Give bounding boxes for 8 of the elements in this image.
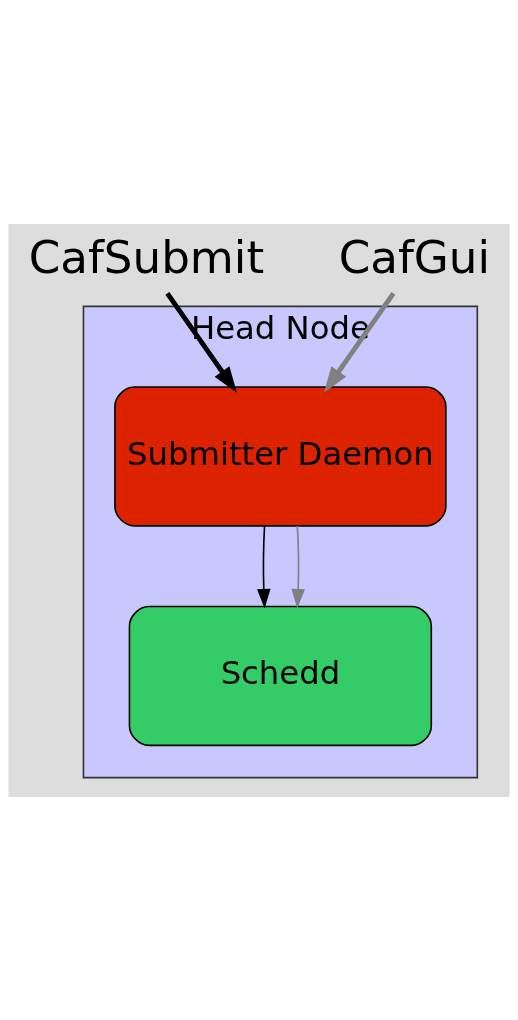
arrow (257, 524, 271, 608)
arrow (291, 524, 305, 608)
arrow (323, 291, 396, 393)
node-box: Schedd (128, 605, 433, 746)
node-box: Submitter Daemon (114, 385, 447, 527)
node-text: CafSubmit (28, 230, 265, 284)
arrow (165, 291, 237, 393)
node-text: CafGui (338, 230, 491, 284)
